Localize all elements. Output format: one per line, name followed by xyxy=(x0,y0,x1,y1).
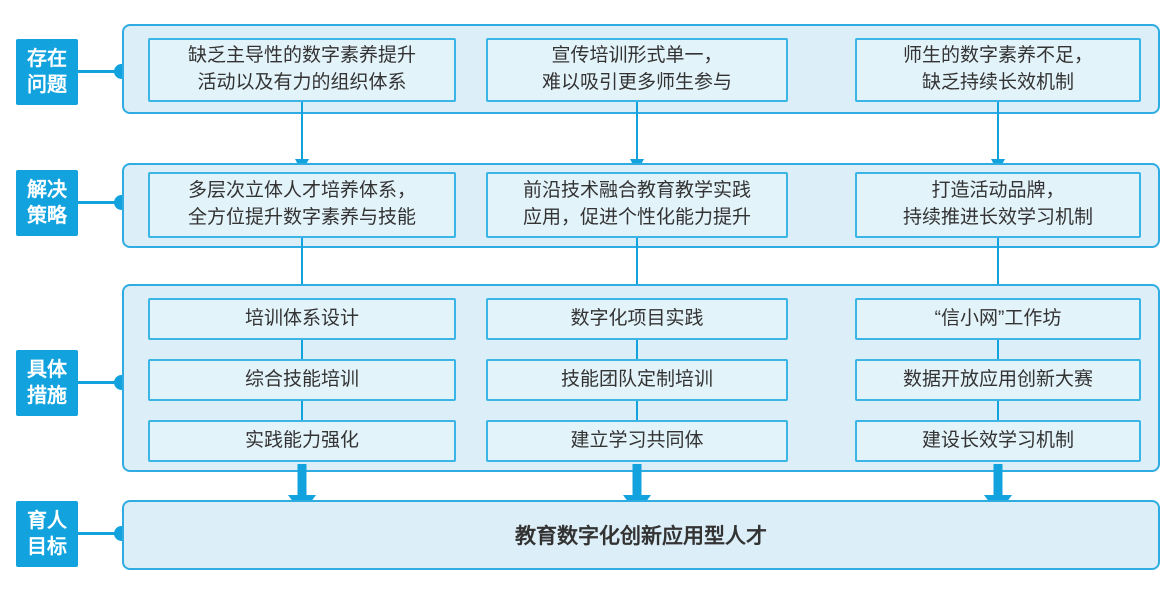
container-goal xyxy=(122,500,1160,570)
measure-box: “信小网”工作坊 xyxy=(855,298,1141,340)
down-arrow xyxy=(630,102,644,172)
down-arrow xyxy=(991,102,1005,172)
measure-box: 数据开放应用创新大赛 xyxy=(855,359,1141,401)
column-connector xyxy=(997,340,999,359)
connector-line xyxy=(78,532,122,535)
column-connector xyxy=(636,340,638,359)
connector-line xyxy=(78,201,122,204)
goal-text: 教育数字化创新应用型人才 xyxy=(515,525,767,548)
measure-box: 建设长效学习机制 xyxy=(855,420,1141,462)
row-label-problems: 存在 问题 xyxy=(16,39,78,105)
column-connector xyxy=(997,401,999,420)
row-label-goal: 育人 目标 xyxy=(16,501,78,567)
problem-box-1: 缺乏主导性的数字素养提升 活动以及有力的组织体系 xyxy=(148,38,456,102)
row-label-strategies: 解决 策略 xyxy=(16,170,78,236)
connector-line xyxy=(78,70,122,73)
column-connector xyxy=(301,401,303,420)
problem-box-3: 师生的数字素养不足， 缺乏持续长效机制 xyxy=(855,38,1141,102)
measure-box: 数字化项目实践 xyxy=(486,298,788,340)
problem-box-2: 宣传培训形式单一， 难以吸引更多师生参与 xyxy=(486,38,788,102)
connector-line xyxy=(78,381,122,384)
measure-box: 实践能力强化 xyxy=(148,420,456,462)
strategy-box-1: 多层次立体人才培养体系， 全方位提升数字素养与技能 xyxy=(148,172,456,238)
row-label-measures: 具体 措施 xyxy=(16,350,78,416)
strategy-box-2: 前沿技术融合教育教学实践 应用，促进个性化能力提升 xyxy=(486,172,788,238)
measure-box: 培训体系设计 xyxy=(148,298,456,340)
measure-box: 建立学习共同体 xyxy=(486,420,788,462)
measure-box: 综合技能培训 xyxy=(148,359,456,401)
column-connector xyxy=(301,340,303,359)
strategy-box-3: 打造活动品牌， 持续推进长效学习机制 xyxy=(855,172,1141,238)
measure-box: 技能团队定制培训 xyxy=(486,359,788,401)
down-arrow xyxy=(295,102,309,172)
column-connector xyxy=(636,401,638,420)
